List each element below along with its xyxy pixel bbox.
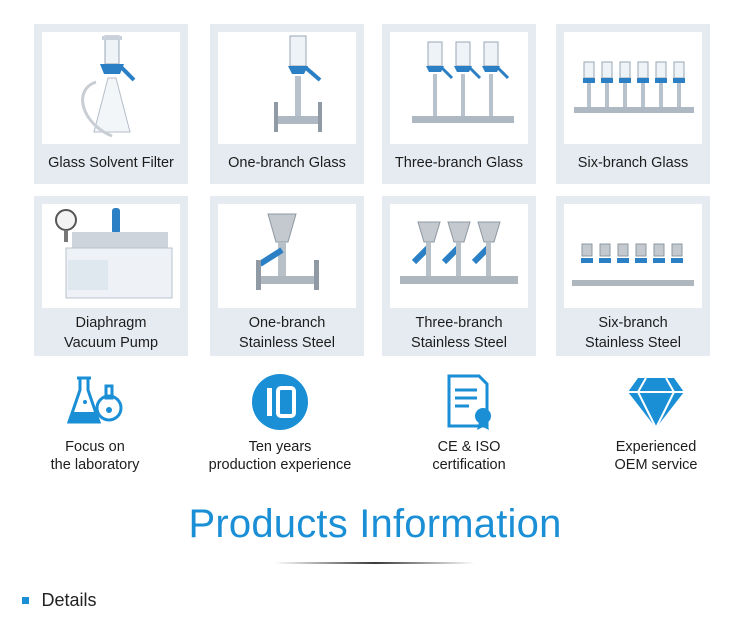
three-branch-glass-image [390,32,528,144]
product-label: Three-branch Glass [394,155,524,171]
product-card-three-branch-glass[interactable]: Three-branch Glass [382,24,536,184]
three-branch-stainless-steel-image [390,204,528,308]
product-label: Six-branch Glass [577,155,689,171]
feature-line2: the laboratory [50,457,140,473]
details-label: Details [41,590,97,610]
feature-ten-years: Ten years production experience [185,372,375,474]
feature-certification: CE & ISO certification [374,372,564,474]
one-branch-stainless-steel-image [218,204,356,308]
product-card-diaphragm-vacuum-pump[interactable]: Diaphragm Vacuum Pump [34,196,188,356]
six-branch-stainless-steel-image [564,204,702,308]
one-branch-glass-image [218,32,356,144]
product-card-one-branch-glass[interactable]: One-branch Glass [210,24,364,184]
feature-laboratory: Focus on the laboratory [0,372,190,474]
feature-oem: Experienced OEM service [561,372,750,474]
details-heading: Details [22,590,96,611]
feature-line1: CE & ISO [437,439,501,455]
product-label-line2: Stainless Steel [411,335,507,351]
lab-flask-icon [66,376,123,424]
product-label-line2: Vacuum Pump [63,335,159,351]
features-row: Focus on the laboratory Ten years produc… [0,372,750,482]
feature-line2: OEM service [614,457,698,473]
product-label: Six-branch Stainless Steel [556,313,710,353]
certificate-icon [447,374,491,430]
diaphragm-vacuum-pump-image [42,204,180,308]
product-label: One-branch Stainless Steel [210,313,364,353]
feature-line1: Focus on [65,439,125,455]
title-underline [275,562,475,564]
product-label-line1: Three-branch [415,315,503,331]
feature-line1: Experienced [615,439,697,455]
product-card-six-branch-stainless[interactable]: Six-branch Stainless Steel [556,196,710,356]
product-label: Glass Solvent Filter [48,155,174,171]
feature-line1: Ten years [248,439,312,455]
feature-line2: production experience [208,457,352,473]
product-label: One-branch Glass [228,155,346,171]
bullet-square-icon [22,597,29,604]
product-card-three-branch-stainless[interactable]: Three-branch Stainless Steel [382,196,536,356]
product-label: Three-branch Stainless Steel [382,313,536,353]
six-branch-glass-image [564,32,702,144]
product-label-line1: Diaphragm [75,315,147,331]
product-card-glass-solvent-filter[interactable]: Glass Solvent Filter [34,24,188,184]
ten-years-icon [252,374,308,430]
section-title: Products Information [188,502,562,546]
product-label-line2: Stainless Steel [239,335,335,351]
product-card-one-branch-stainless[interactable]: One-branch Stainless Steel [210,196,364,356]
product-label: Diaphragm Vacuum Pump [34,313,188,353]
product-card-six-branch-glass[interactable]: Six-branch Glass [556,24,710,184]
glass-solvent-filter-image [42,32,180,144]
diamond-icon [628,377,684,431]
product-label-line1: One-branch [248,315,326,331]
product-label-line1: Six-branch [598,315,668,331]
product-label-line2: Stainless Steel [585,335,681,351]
feature-line2: certification [432,457,506,473]
